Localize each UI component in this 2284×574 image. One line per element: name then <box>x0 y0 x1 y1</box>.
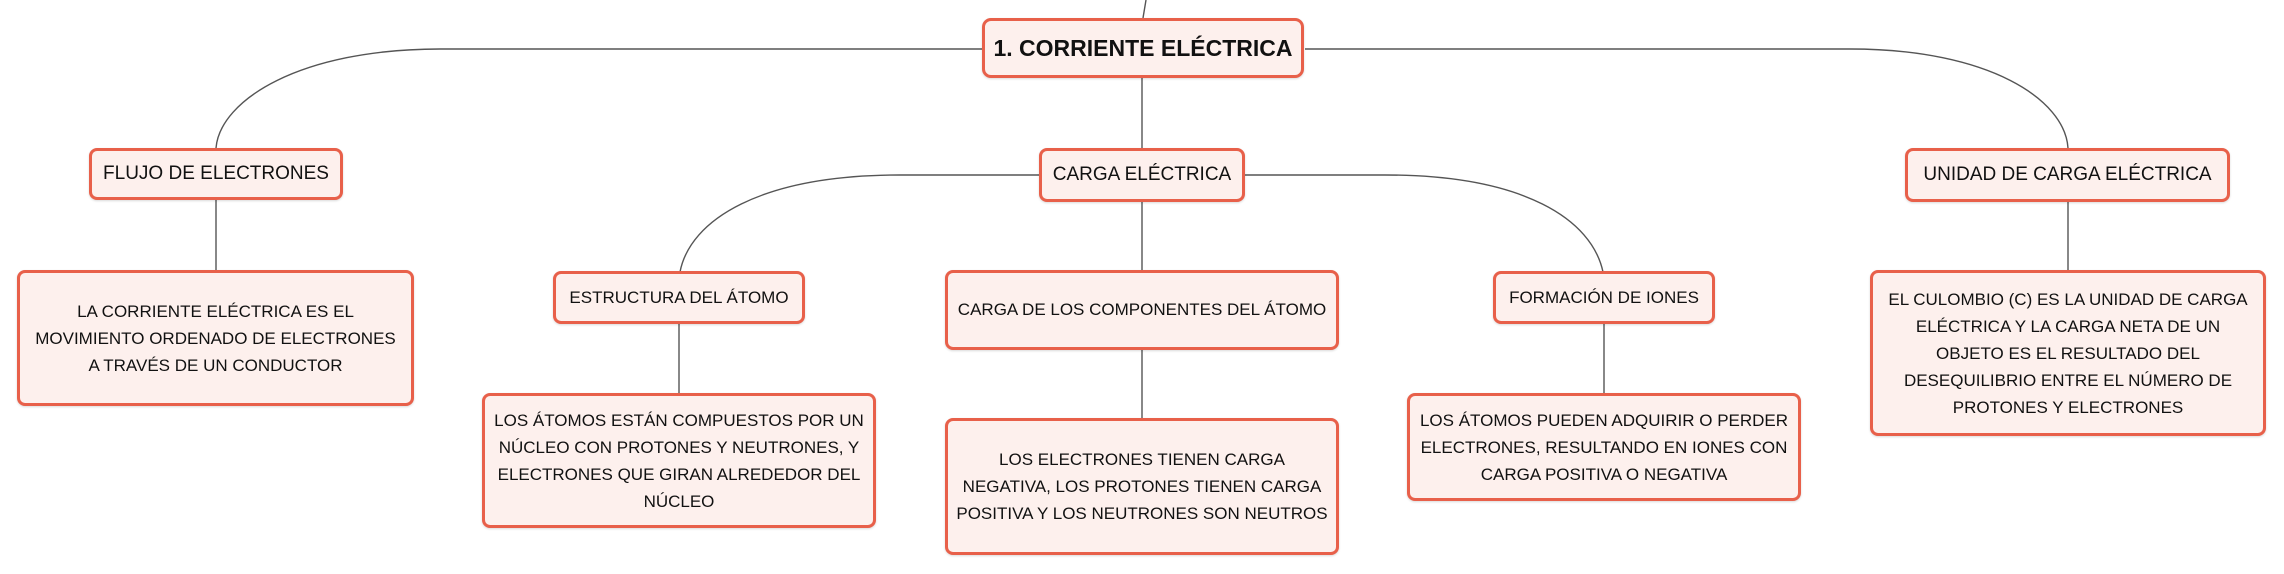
topic-unidad-de-carga[interactable]: UNIDAD DE CARGA ELÉCTRICA <box>1905 148 2230 202</box>
connector-incoming-root <box>1142 0 1147 19</box>
detail-unidad[interactable]: EL CULOMBIO (C) ES LA UNIDAD DE CARGA EL… <box>1870 270 2266 436</box>
connector-root-flujo <box>215 48 982 149</box>
detail-flujo-text: LA CORRIENTE ELÉCTRICA ES EL MOVIMIENTO … <box>35 301 396 375</box>
connector-carga-estructura <box>679 174 1040 273</box>
detail-estructura-text: LOS ÁTOMOS ESTÁN COMPUESTOS POR UN NÚCLE… <box>494 410 864 511</box>
topic-unidad-label: UNIDAD DE CARGA ELÉCTRICA <box>1923 164 2212 185</box>
detail-estructura[interactable]: LOS ÁTOMOS ESTÁN COMPUESTOS POR UN NÚCLE… <box>482 393 876 528</box>
connector-root-unidad <box>1305 48 2069 149</box>
root-topic-label: 1. CORRIENTE ELÉCTRICA <box>993 34 1293 61</box>
detail-componentes[interactable]: LOS ELECTRONES TIENEN CARGA NEGATIVA, LO… <box>945 418 1339 555</box>
detail-unidad-text: EL CULOMBIO (C) ES LA UNIDAD DE CARGA EL… <box>1888 289 2248 417</box>
detail-iones-text: LOS ÁTOMOS PUEDEN ADQUIRIR O PERDER ELEC… <box>1419 410 1789 484</box>
topic-flujo-label: FLUJO DE ELECTRONES <box>103 163 329 184</box>
topic-flujo-de-electrones[interactable]: FLUJO DE ELECTRONES <box>89 148 343 200</box>
topic-carga-electrica[interactable]: CARGA ELÉCTRICA <box>1039 148 1245 202</box>
subtopic-formacion-de-iones[interactable]: FORMACIÓN DE IONES <box>1493 271 1715 324</box>
subtopic-estructura-label: ESTRUCTURA DEL ÁTOMO <box>569 287 789 307</box>
detail-iones[interactable]: LOS ÁTOMOS PUEDEN ADQUIRIR O PERDER ELEC… <box>1407 393 1801 501</box>
detail-componentes-text: LOS ELECTRONES TIENEN CARGA NEGATIVA, LO… <box>956 450 1328 523</box>
subtopic-iones-label: FORMACIÓN DE IONES <box>1509 287 1699 307</box>
topic-carga-label: CARGA ELÉCTRICA <box>1052 164 1232 185</box>
detail-flujo[interactable]: LA CORRIENTE ELÉCTRICA ES EL MOVIMIENTO … <box>17 270 414 406</box>
connector-carga-iones <box>1245 174 1604 273</box>
subtopic-estructura-del-atomo[interactable]: ESTRUCTURA DEL ÁTOMO <box>553 271 805 324</box>
root-topic[interactable]: 1. CORRIENTE ELÉCTRICA <box>982 18 1304 78</box>
subtopic-componentes-label: CARGA DE LOS COMPONENTES DEL ÁTOMO <box>957 300 1327 319</box>
subtopic-carga-componentes[interactable]: CARGA DE LOS COMPONENTES DEL ÁTOMO <box>945 270 1339 350</box>
